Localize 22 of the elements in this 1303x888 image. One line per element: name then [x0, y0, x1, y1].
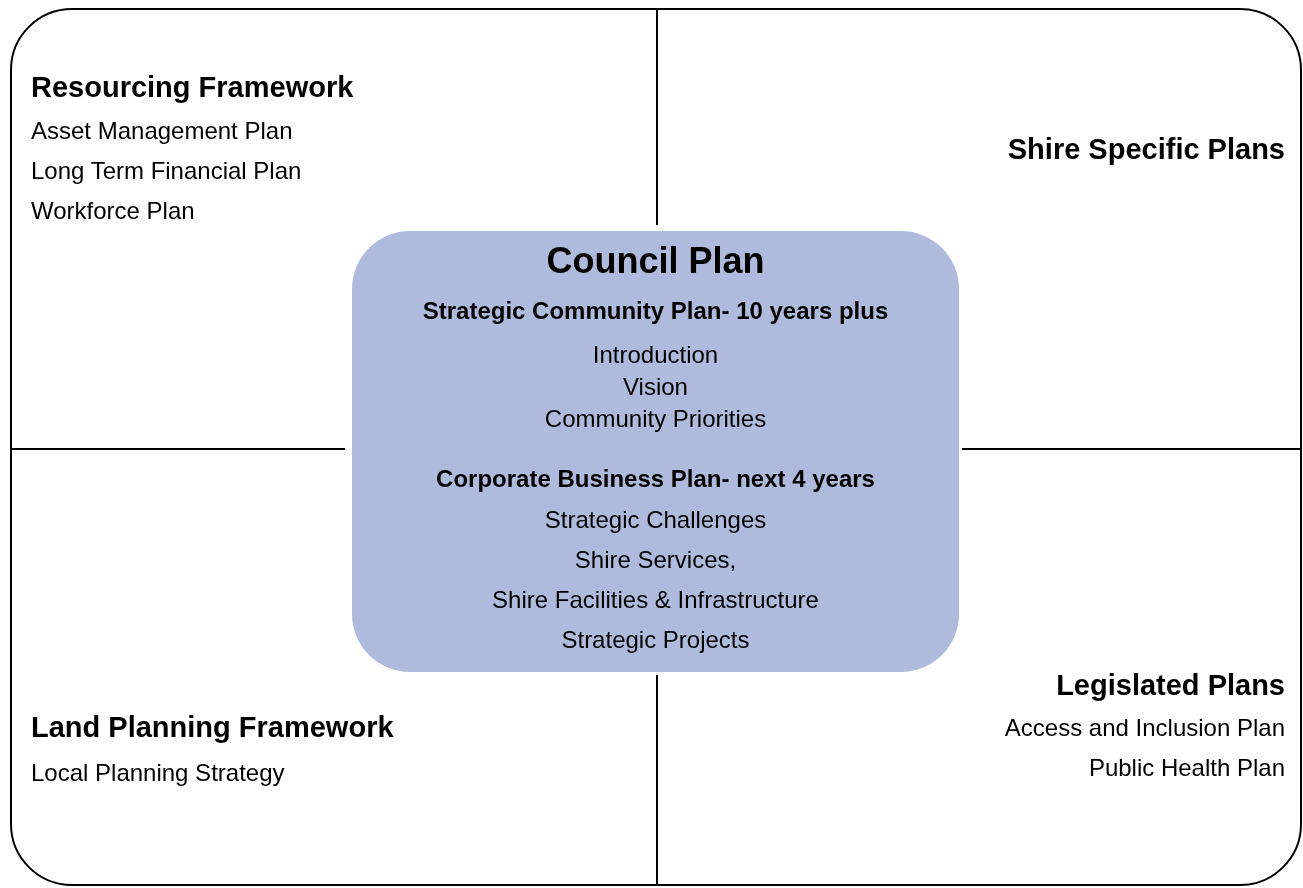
plan-item: Workforce Plan: [31, 198, 195, 225]
plan-item: Shire Services,: [573, 547, 738, 574]
plan-title: Council Plan: [545, 241, 766, 281]
section-heading: Corporate Business Plan- next 4 years: [435, 466, 876, 493]
section-heading: Strategic Community Plan- 10 years plus: [421, 298, 890, 325]
plan-item: Long Term Financial Plan: [31, 158, 302, 185]
plan-item: Community Priorities: [543, 406, 768, 433]
plan-item: Vision: [622, 374, 689, 401]
section-heading: Shire Specific Plans: [1007, 134, 1285, 166]
plan-item: Strategic Challenges: [543, 507, 768, 534]
plan-item: Local Planning Strategy: [31, 760, 285, 787]
section-heading: Resourcing Framework: [31, 72, 354, 104]
section-heading: Legislated Plans: [1056, 670, 1285, 702]
plan-item: Introduction: [591, 342, 720, 369]
council-plan-panel: [352, 231, 959, 672]
outer-frame: [10, 8, 1302, 886]
plan-item: Asset Management Plan: [31, 118, 293, 145]
plan-item: Shire Facilities & Infrastructure: [491, 587, 820, 614]
plan-item: Access and Inclusion Plan: [1004, 715, 1285, 742]
section-heading: Land Planning Framework: [31, 712, 394, 744]
plan-item: Public Health Plan: [1088, 755, 1285, 782]
plan-item: Strategic Projects: [560, 627, 751, 654]
